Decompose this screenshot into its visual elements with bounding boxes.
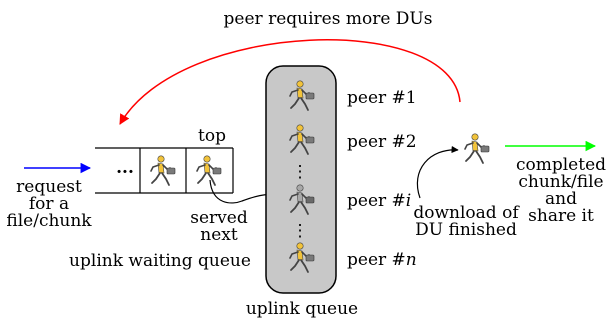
download-arrow: [416, 145, 459, 199]
served-label-line1: served: [190, 208, 248, 228]
peer-label-1: peer #1: [347, 88, 417, 108]
request-label-line3: file/chunk: [6, 211, 92, 231]
uplink-waiting-queue: ...: [95, 147, 234, 194]
peer-label-i: peer #i: [347, 191, 411, 211]
completed-label-line2: chunk/file: [518, 172, 603, 192]
completed-label-line4: share it: [528, 206, 594, 226]
served-label-line2: next: [200, 225, 238, 245]
uplink-queue-box: [265, 65, 337, 294]
uplink-queue-label: uplink queue: [246, 299, 358, 319]
person-icon: [196, 154, 222, 186]
top-label: top: [198, 126, 226, 146]
waiting-queue-label: uplink waiting queue: [69, 251, 251, 271]
request-label-line2: for a: [29, 194, 69, 214]
completed-label-line1: completed: [516, 155, 606, 175]
queue-dots: ...: [116, 158, 134, 178]
uplink-vdots-lower: ⋮: [292, 221, 309, 241]
peer-label-2: peer #2: [347, 132, 417, 152]
download-label-line1: download of: [413, 203, 520, 223]
uplink-vdots-upper: ⋮: [292, 162, 309, 182]
completed-label-line3: and: [545, 189, 577, 209]
loop-arrow: [119, 39, 461, 125]
person-icon: [150, 154, 176, 186]
loop-label: peer requires more DUs: [224, 9, 433, 29]
peer-label-n: peer #n: [347, 250, 417, 270]
download-label-line2: DU finished: [415, 220, 517, 240]
person-icon: [464, 132, 490, 164]
request-label-line1: request: [16, 177, 82, 197]
